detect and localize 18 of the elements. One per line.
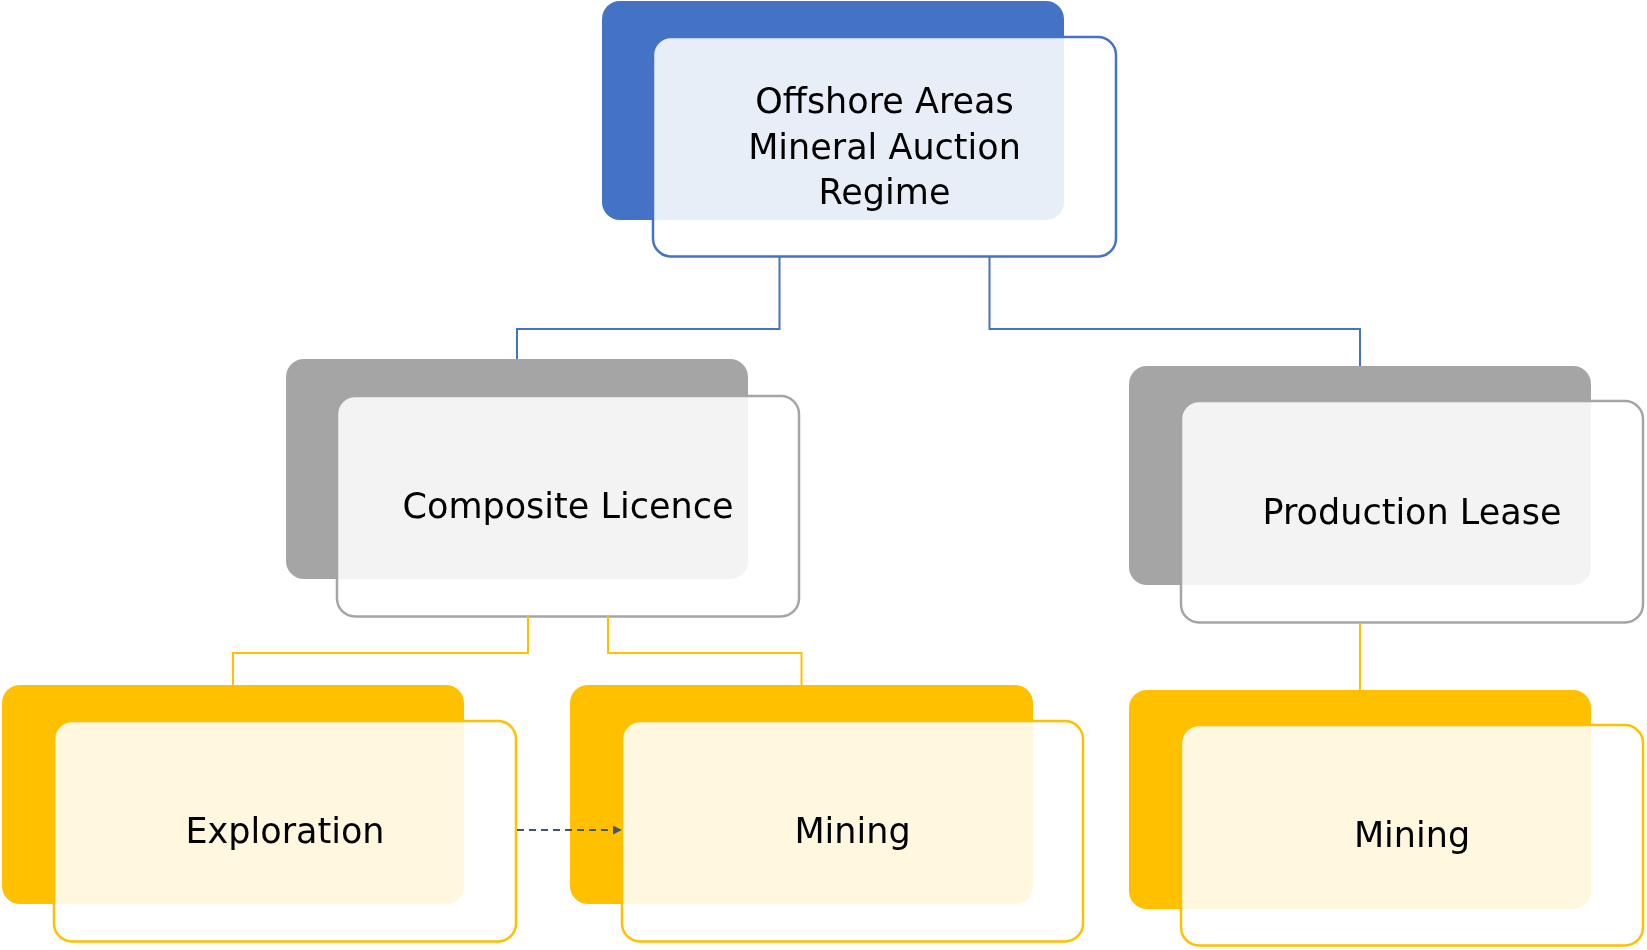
stacked-box xyxy=(602,1,1117,258)
stacked-box xyxy=(1129,690,1644,947)
stacked-box xyxy=(570,685,1084,943)
stacked-box xyxy=(286,359,800,618)
arrow xyxy=(516,825,622,835)
box-label: Offshore Areas Mineral Auction Regime xyxy=(747,80,1022,215)
connector-line xyxy=(1359,623,1361,691)
box-label: Composite Licence xyxy=(402,485,734,529)
box-label: Exploration xyxy=(185,810,385,854)
stacked-box xyxy=(2,685,517,943)
stacked-box xyxy=(1129,366,1644,624)
connector-line xyxy=(232,615,529,686)
box-label: Production Lease xyxy=(1262,490,1562,534)
box-label: Mining xyxy=(794,810,911,854)
box-label: Mining xyxy=(1353,814,1471,858)
connector-line xyxy=(607,615,803,686)
connector-line xyxy=(516,255,781,360)
connector-line xyxy=(988,255,1361,367)
